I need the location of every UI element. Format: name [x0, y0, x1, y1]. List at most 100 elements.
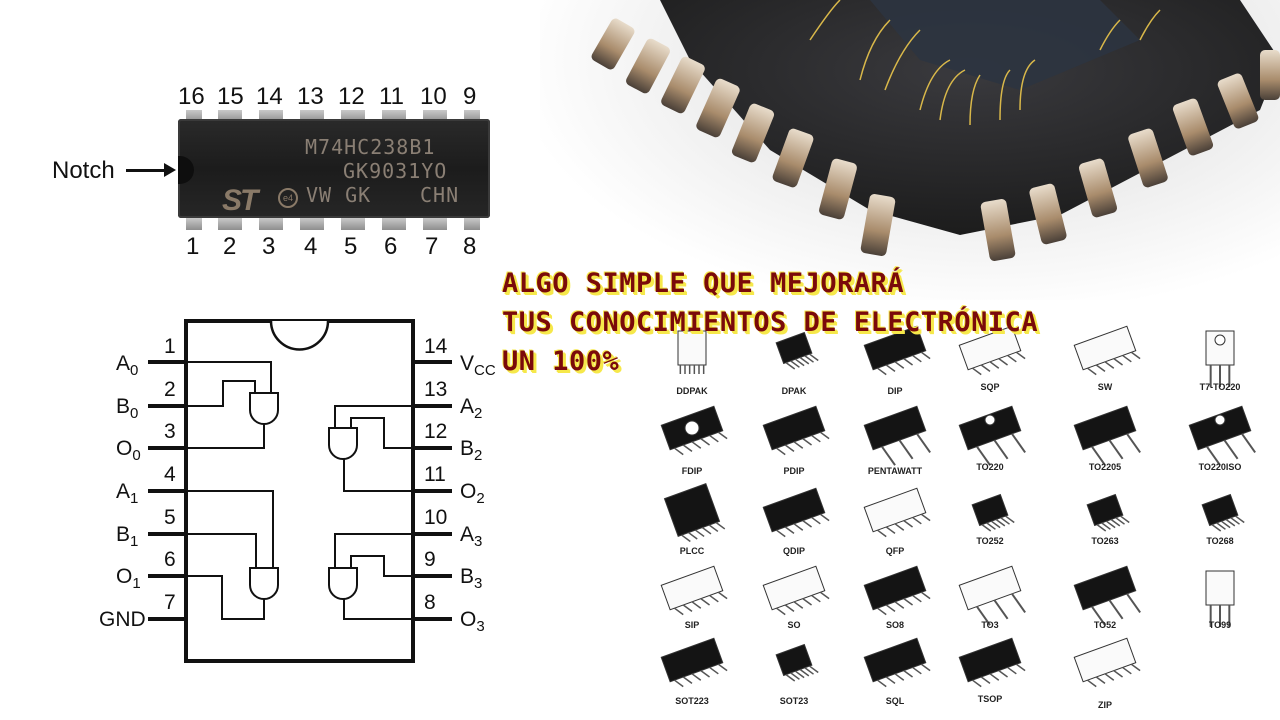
package-lead [799, 668, 810, 677]
pin-name-text: O [116, 437, 133, 460]
package-lead [1104, 361, 1115, 369]
package-lead [912, 516, 922, 525]
package-body [863, 325, 927, 371]
pin-name-b0: B0 [116, 395, 138, 422]
package-lead [980, 364, 991, 373]
package-lead [1110, 518, 1121, 527]
package-lead [920, 513, 931, 522]
package-lead [819, 513, 830, 522]
pin-number: 2 [223, 233, 237, 260]
package-lead [717, 591, 728, 600]
package-lead [694, 529, 705, 538]
pin-name-text: V [460, 352, 475, 375]
package-label: QFP [885, 546, 905, 556]
package-lead [993, 439, 1009, 460]
dpak-package-icon [775, 331, 819, 370]
package-lead [794, 358, 805, 367]
pin-name-subscript: 0 [132, 447, 141, 465]
package-lead [688, 531, 698, 540]
package-lead [809, 665, 819, 674]
package-hole [984, 414, 996, 426]
chip-leg [464, 218, 480, 230]
package-lead [802, 598, 812, 606]
package-lead [1101, 522, 1111, 530]
package-label: SIP [684, 620, 700, 630]
chip-leg [382, 218, 406, 230]
pin-number: 6 [164, 548, 176, 571]
pin-name-text: A [116, 352, 131, 375]
chip-leg [186, 218, 202, 230]
pin-name-text: B [116, 395, 131, 418]
pin-number: 1 [186, 233, 200, 260]
chip-marking-part-number: M74HC238B1 [305, 135, 436, 159]
notch-label: Notch [52, 157, 115, 184]
pin-name-text: A [460, 395, 475, 418]
pin-number: 15 [217, 83, 244, 110]
pin-number: 6 [384, 233, 398, 260]
pin-name-a0: A0 [116, 352, 138, 379]
chip-leg [341, 218, 365, 230]
chip-leg [300, 218, 324, 230]
sot223-package-icon [660, 637, 728, 688]
package-lead [700, 438, 710, 446]
package-lead [980, 676, 991, 685]
pin-number: 3 [164, 420, 176, 443]
qdip-package-icon [762, 487, 830, 538]
pin-number: 8 [424, 591, 436, 614]
title-line-2: TUS CONOCIMIENTOS DE ELECTRÓNICA [502, 307, 1039, 338]
package-lead [793, 523, 804, 531]
package-label: SOT23 [779, 696, 809, 706]
pin-number: 14 [424, 335, 448, 358]
package-lead [674, 679, 684, 688]
pin-number: 7 [425, 233, 439, 260]
to220iso-package-icon [1188, 405, 1256, 466]
package-lead [681, 534, 691, 543]
package-lead [912, 594, 922, 603]
package-label: SQP [980, 382, 1000, 392]
to52-package-icon [1073, 565, 1141, 626]
package-label: TO252 [976, 536, 1004, 546]
package-body [660, 565, 724, 611]
package-lead [700, 598, 710, 606]
package-lead [877, 367, 887, 376]
pin-name-subscript: 2 [474, 447, 483, 465]
package-body [663, 483, 721, 537]
st-logo: ST [222, 184, 258, 217]
package-label: TO220ISO [1198, 462, 1242, 472]
package-lead [1235, 515, 1245, 524]
pin-number: 4 [304, 233, 318, 260]
dip16-chip-photo: 16 15 14 13 12 11 10 9 M74HC238B1 GK9031… [0, 0, 520, 270]
package-label: T7-TO220 [1199, 382, 1241, 392]
package-hole [1214, 334, 1226, 346]
package-body [863, 405, 927, 451]
package-lead [1211, 524, 1222, 532]
package-lead [802, 520, 812, 528]
package-lead [701, 526, 712, 535]
package-lead [976, 446, 991, 466]
package-lead [802, 438, 812, 446]
package-lead [700, 670, 710, 678]
chip-body [178, 119, 490, 218]
package-label: QDIP [782, 546, 806, 556]
package-lead [1241, 433, 1256, 454]
pin-number: 5 [344, 233, 358, 260]
package-lead [1015, 351, 1026, 360]
package-lead [912, 354, 922, 363]
title-line-1: ALGO SIMPLE QUE MEJORARÁ [502, 268, 905, 299]
package-lead [682, 676, 693, 685]
package-lead [881, 446, 896, 466]
package-lead [903, 520, 913, 528]
package-lead [877, 679, 887, 688]
package-lead [885, 364, 896, 373]
package-lead [986, 522, 996, 530]
pin-number: 12 [424, 420, 448, 443]
package-lead [1011, 433, 1026, 454]
package-lead [799, 356, 810, 365]
pin-name-b2: B2 [460, 437, 482, 464]
fdip-package-icon [660, 405, 728, 456]
chip-leg [259, 218, 283, 230]
to99-package-icon [1205, 570, 1235, 627]
package-lead [785, 362, 796, 370]
schematic-drawing [148, 319, 452, 663]
